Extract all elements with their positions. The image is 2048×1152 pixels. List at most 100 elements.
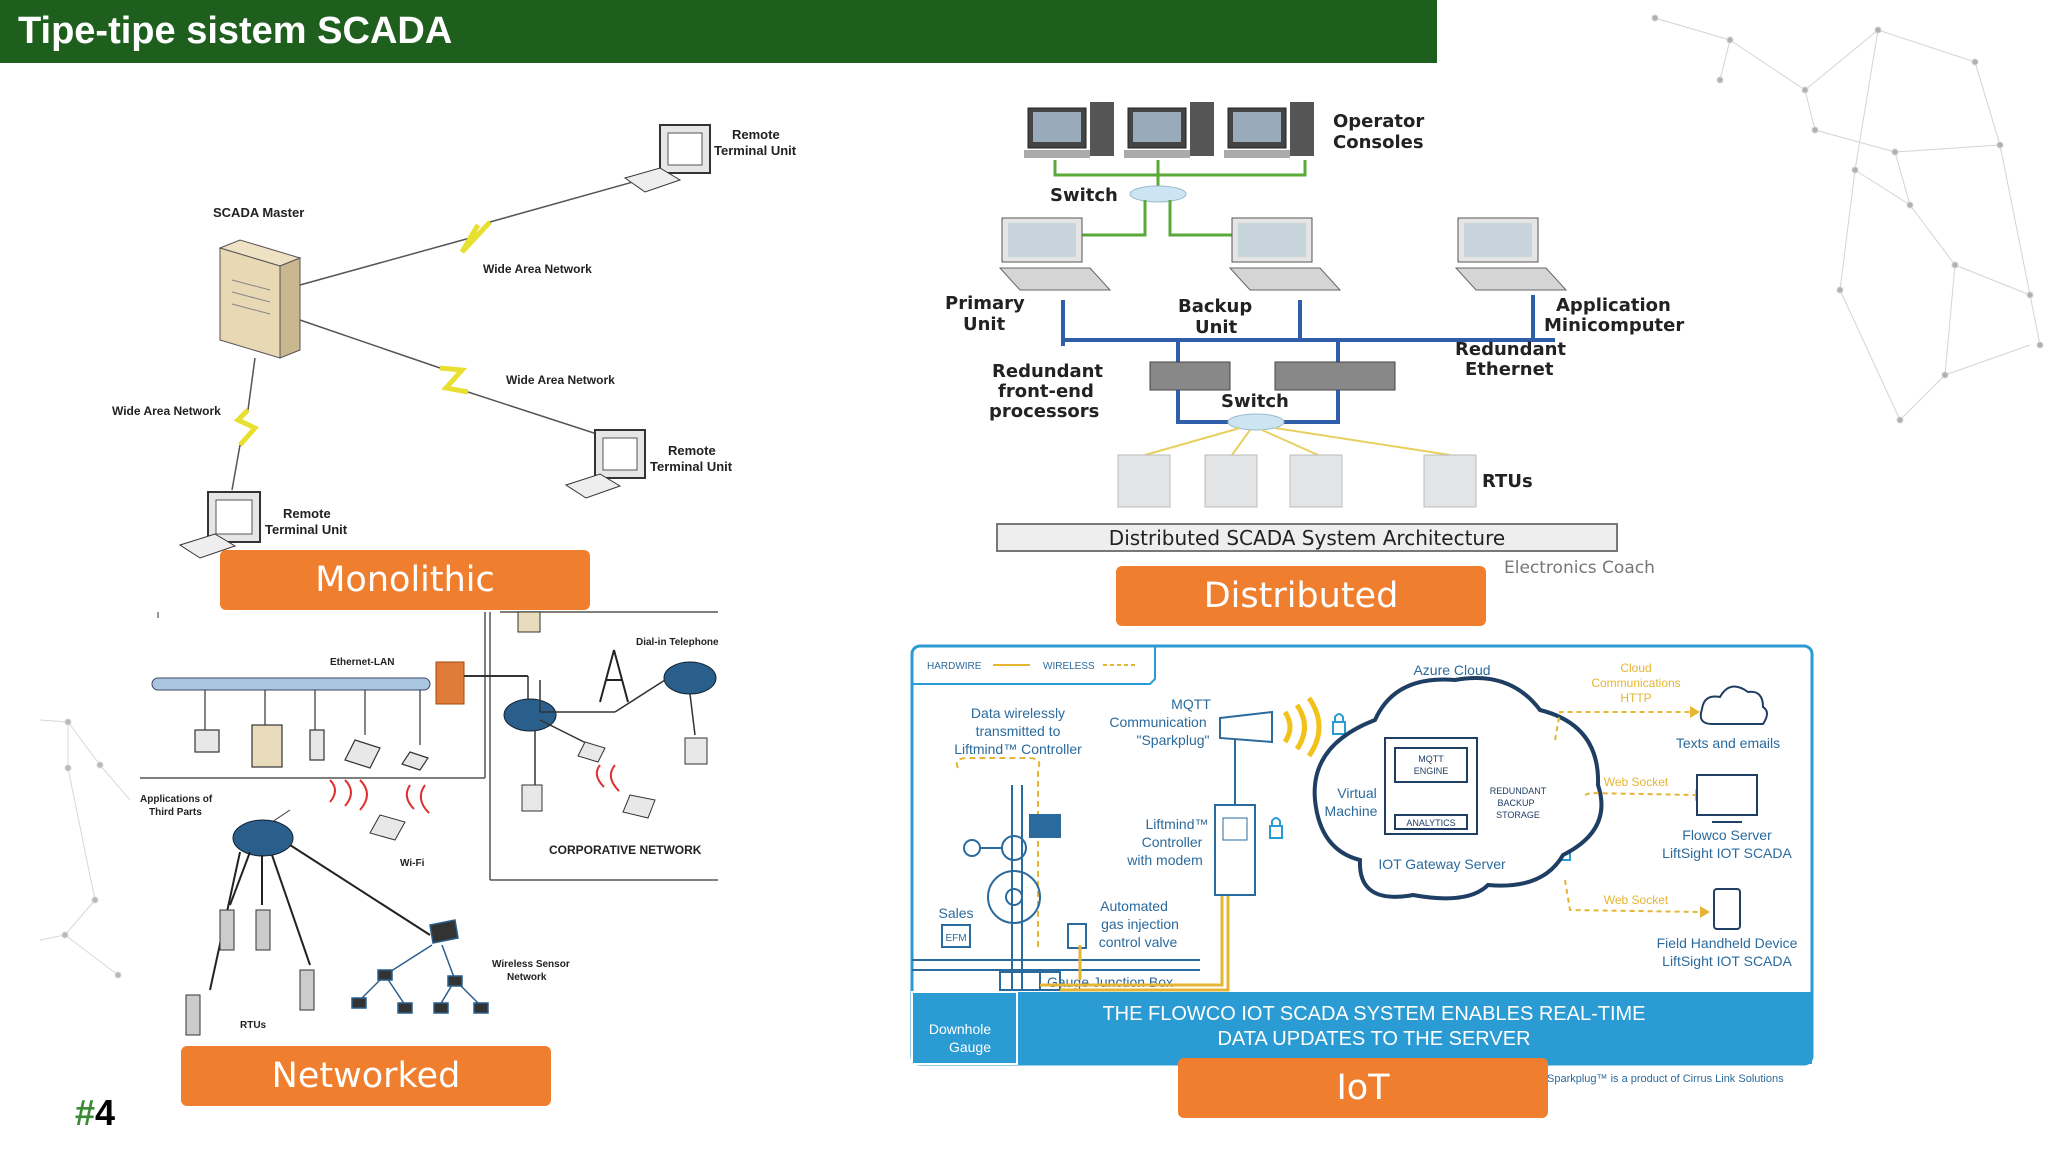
- svg-text:Machine: Machine: [1325, 803, 1378, 819]
- svg-text:front-end: front-end: [998, 381, 1094, 402]
- svg-text:Redundant: Redundant: [992, 361, 1103, 382]
- firewall-icon: [435, 661, 465, 705]
- svg-text:Backup: Backup: [1178, 296, 1252, 317]
- svg-text:transmitted to: transmitted to: [976, 723, 1061, 739]
- svg-text:with modem: with modem: [1126, 852, 1202, 868]
- svg-text:MQTT: MQTT: [1418, 754, 1444, 764]
- svg-text:Applications of: Applications of: [140, 794, 213, 805]
- network-device-icons: [194, 690, 429, 771]
- svg-text:Data wirelessly: Data wirelessly: [971, 705, 1065, 721]
- svg-text:Unit: Unit: [963, 314, 1006, 335]
- svg-text:Terminal Unit: Terminal Unit: [265, 522, 348, 537]
- svg-text:Primary: Primary: [945, 293, 1025, 314]
- server-workstation-icons: [998, 217, 1568, 291]
- svg-text:MQTT: MQTT: [1171, 696, 1211, 712]
- label-networked: Networked: [181, 1046, 551, 1106]
- svg-text:BACKUP: BACKUP: [1497, 798, 1534, 808]
- svg-text:Switch: Switch: [1221, 391, 1289, 412]
- svg-text:Minicomputer: Minicomputer: [1544, 315, 1684, 336]
- handheld-device-icon: [1713, 888, 1741, 930]
- svg-text:RTUs: RTUs: [1482, 471, 1533, 492]
- svg-text:Gauge: Gauge: [949, 1039, 991, 1055]
- network-device-icon: [577, 741, 606, 763]
- distributed-caption-box: [996, 523, 1618, 552]
- cloud-icon: [232, 819, 294, 857]
- svg-text:Sales: Sales: [938, 905, 973, 921]
- svg-text:Remote: Remote: [732, 127, 780, 142]
- wan-label: Wide Area Network: [483, 262, 592, 276]
- laptop-icon: [622, 794, 656, 819]
- svg-text:THE FLOWCO IOT SCADA SYSTEM EN: THE FLOWCO IOT SCADA SYSTEM ENABLES REAL…: [1102, 1003, 1645, 1025]
- wifi-waves-icon: [595, 764, 620, 792]
- rtu-computer-icon: [623, 124, 711, 193]
- scada-master-label: SCADA Master: [213, 205, 304, 220]
- svg-text:WIRELESS: WIRELESS: [1043, 661, 1095, 672]
- wellhead-icon: [912, 757, 1200, 991]
- decorative-network-left: [39, 718, 131, 979]
- wireless-sensor-network-icons: [351, 919, 489, 1014]
- svg-text:IOT Gateway Server: IOT Gateway Server: [1378, 856, 1506, 872]
- svg-text:EFM: EFM: [945, 933, 966, 944]
- telephone-tower-icon: [599, 649, 629, 703]
- cloud-icon: [503, 698, 557, 732]
- svg-text:Liftmind™: Liftmind™: [1145, 816, 1208, 832]
- label-distributed: Distributed: [1116, 566, 1486, 626]
- slide-number: #4: [75, 1092, 116, 1133]
- svg-text:Web Socket: Web Socket: [1604, 775, 1669, 789]
- iot-diagram: HARDWIRE WIRELESS THE FLOWCO IOT SCADA S…: [910, 644, 1814, 1085]
- svg-text:processors: processors: [989, 401, 1099, 422]
- svg-text:Operator: Operator: [1333, 111, 1424, 132]
- computer-icon: [521, 784, 543, 812]
- wan-label: Wide Area Network: [112, 404, 221, 418]
- svg-text:control valve: control valve: [1099, 934, 1178, 950]
- monolithic-diagram: SCADA Master Wide Area Network Wide Area…: [112, 124, 797, 559]
- wan-lightning-icon: [233, 408, 260, 447]
- svg-text:LiftSight IOT SCADA: LiftSight IOT SCADA: [1662, 953, 1792, 969]
- svg-text:HTTP: HTTP: [1620, 691, 1651, 705]
- wan-label: Wide Area Network: [506, 373, 615, 387]
- svg-text:ANALYTICS: ANALYTICS: [1406, 818, 1455, 828]
- svg-text:DATA UPDATES TO THE SERVER: DATA UPDATES TO THE SERVER: [1217, 1028, 1530, 1050]
- rtu-cabinet-icons: [1117, 454, 1477, 508]
- svg-text:Cloud: Cloud: [1620, 661, 1651, 675]
- svg-text:Remote: Remote: [283, 506, 331, 521]
- svg-text:Virtual: Virtual: [1337, 785, 1376, 801]
- wireless-signal-icon: [1282, 696, 1322, 758]
- slide-title: Tipe-tipe sistem SCADA: [18, 10, 453, 52]
- svg-text:Unit: Unit: [1195, 317, 1238, 338]
- rtu-computer-icon: [564, 429, 646, 499]
- svg-text:Redundant: Redundant: [1455, 339, 1566, 360]
- svg-text:Field Handheld Device: Field Handheld Device: [1657, 935, 1798, 951]
- svg-text:Web Socket: Web Socket: [1604, 893, 1669, 907]
- antenna-icon: [1219, 710, 1273, 744]
- svg-text:Application: Application: [1556, 295, 1671, 316]
- svg-text:Wireless Sensor: Wireless Sensor: [492, 959, 570, 970]
- rtu-sensor-icons: [185, 909, 315, 1036]
- svg-text:Consoles: Consoles: [1333, 132, 1424, 153]
- svg-text:RTUs: RTUs: [240, 1020, 267, 1031]
- wan-lightning-icon: [439, 365, 469, 395]
- switch-icon: [1129, 185, 1187, 203]
- svg-text:LiftSight IOT SCADA: LiftSight IOT SCADA: [1662, 845, 1792, 861]
- svg-text:Downhole: Downhole: [929, 1021, 991, 1037]
- switch-icon: [1227, 413, 1285, 431]
- iot-banner: [912, 992, 1812, 1064]
- svg-text:CORPORATIVE NETWORK: CORPORATIVE NETWORK: [549, 843, 702, 857]
- distributed-caption: Distributed SCADA System Architecture: [1109, 526, 1505, 550]
- rtu-computer-icon: [178, 491, 261, 559]
- monitor-icon: [1696, 774, 1758, 816]
- scada-master-server-icon: [218, 239, 302, 359]
- svg-text:Terminal Unit: Terminal Unit: [714, 143, 797, 158]
- svg-text:Switch: Switch: [1050, 185, 1118, 206]
- svg-text:Flowco Server: Flowco Server: [1682, 827, 1772, 843]
- computer-icon: [684, 737, 708, 765]
- svg-text:Third Parts: Third Parts: [149, 807, 202, 818]
- cloud-icon: [663, 661, 717, 695]
- distributed-credit: Electronics Coach: [1504, 558, 1655, 578]
- svg-text:Liftmind™ Controller: Liftmind™ Controller: [954, 741, 1082, 757]
- label-iot: IoT: [1178, 1058, 1548, 1118]
- decorative-network-pattern: [1651, 14, 2044, 424]
- ethernet-lan-bar: [151, 677, 431, 691]
- svg-text:Azure Cloud: Azure Cloud: [1413, 662, 1490, 678]
